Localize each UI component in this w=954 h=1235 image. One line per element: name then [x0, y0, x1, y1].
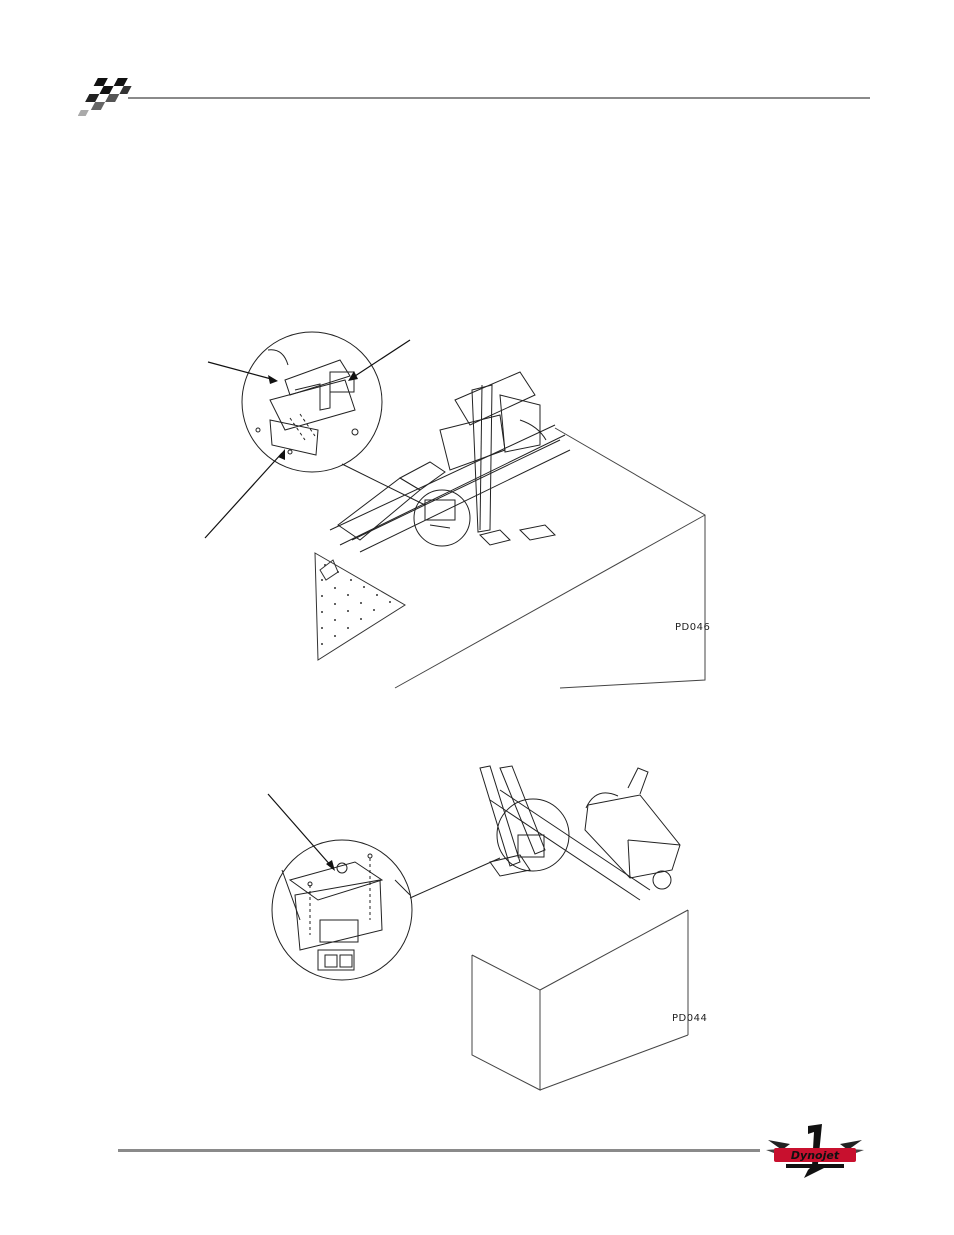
figure-bottom-drawing — [268, 766, 688, 1090]
dynojet-logo: Dynojet — [764, 1122, 866, 1180]
figure-bottom-label: PD044 — [672, 1013, 707, 1024]
footer-rule — [118, 1149, 760, 1152]
logo-wordmark: Dynojet — [791, 1149, 840, 1162]
figure-top-label: PD046 — [675, 622, 710, 633]
figure-top-drawing — [205, 332, 705, 688]
